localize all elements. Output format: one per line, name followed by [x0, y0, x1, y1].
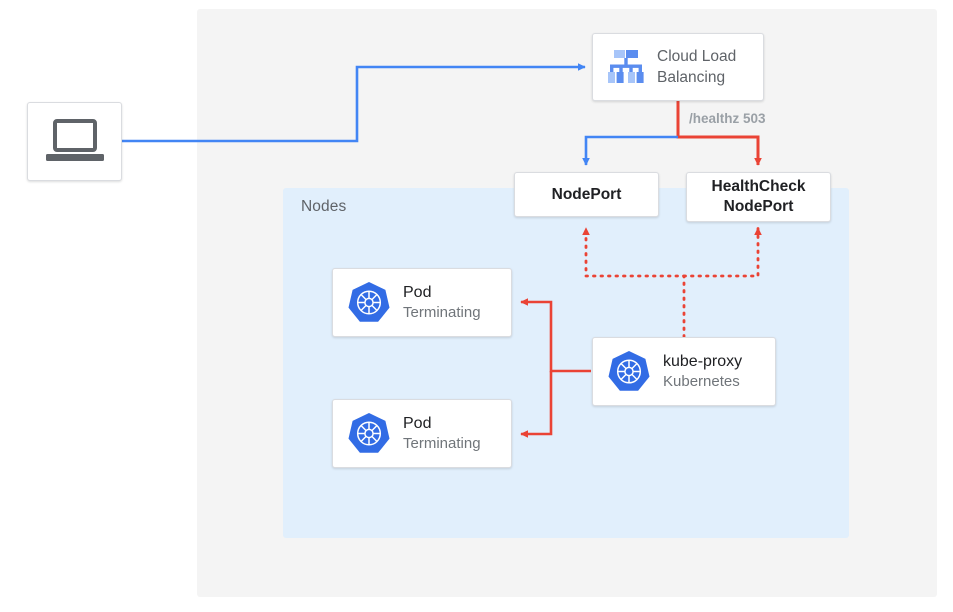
cloud-load-balancing-node[interactable]: Cloud Load Balancing	[592, 33, 764, 101]
pod-1-status: Terminating	[403, 303, 481, 321]
pod-2-status: Terminating	[403, 434, 481, 452]
healthcheck-nodeport-label: HealthCheck NodePort	[712, 177, 806, 217]
nodeport-node[interactable]: NodePort	[514, 172, 659, 217]
kubernetes-icon	[605, 348, 653, 396]
laptop-icon	[45, 118, 104, 165]
healthcheck-nodeport-label-line2: NodePort	[723, 198, 794, 215]
nodeport-label: NodePort	[551, 185, 622, 203]
laptop-base-shape	[45, 153, 104, 161]
kube-proxy-title: kube-proxy	[663, 352, 743, 370]
cloud-load-balancing-label-line1: Cloud Load	[657, 48, 737, 65]
kube-proxy-subtitle: Kubernetes	[663, 372, 740, 390]
pod-1-text: Pod Terminating	[403, 283, 481, 323]
pod-2-title: Pod	[403, 414, 432, 432]
laptop-screen-shape	[52, 118, 97, 152]
healthz-annotation-label: /healthz 503	[689, 111, 766, 126]
healthcheck-nodeport-node[interactable]: HealthCheck NodePort	[686, 172, 831, 222]
cloud-load-balancing-label: Cloud Load Balancing	[657, 46, 736, 88]
kubernetes-icon	[345, 279, 393, 327]
cloud-load-balancing-label-line2: Balancing	[657, 69, 726, 86]
pod-2-text: Pod Terminating	[403, 414, 481, 454]
kubernetes-icon	[345, 410, 393, 458]
nodes-region-label: Nodes	[301, 198, 347, 215]
client-node[interactable]	[27, 102, 122, 181]
pod-1-title: Pod	[403, 283, 432, 301]
healthcheck-nodeport-label-line1: HealthCheck	[711, 178, 806, 195]
pod-node-2[interactable]: Pod Terminating	[332, 399, 512, 468]
cloud-load-balancing-icon	[603, 44, 649, 90]
kube-proxy-node[interactable]: kube-proxy Kubernetes	[592, 337, 776, 406]
pod-node-1[interactable]: Pod Terminating	[332, 268, 512, 337]
kube-proxy-text: kube-proxy Kubernetes	[663, 352, 742, 392]
